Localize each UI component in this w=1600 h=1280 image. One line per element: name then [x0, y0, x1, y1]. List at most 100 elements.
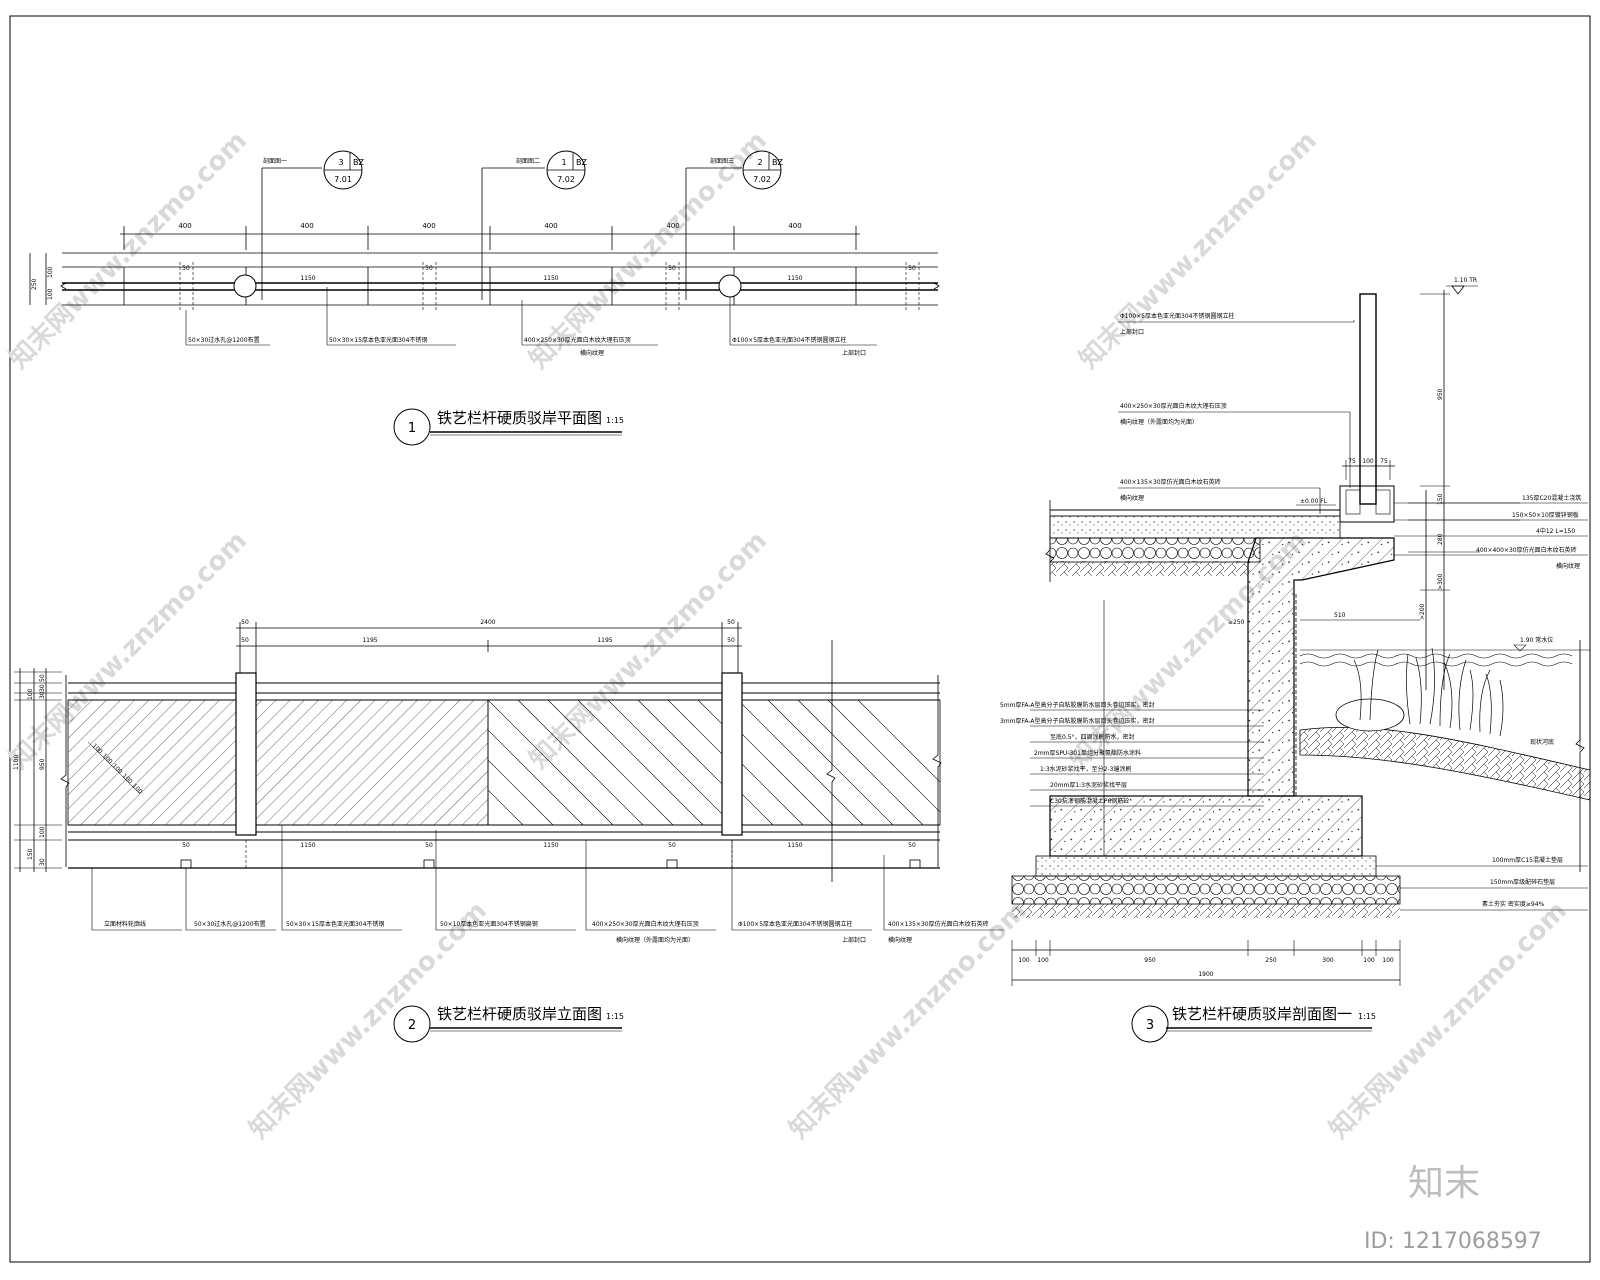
callout-code: BZ: [576, 158, 587, 167]
note: 横向纹理: [1556, 562, 1580, 570]
dim-label: 50: [668, 265, 676, 272]
dim-label: 1100: [13, 755, 20, 770]
note: 3mm厚FA-A型高分子自粘胶膜防水层回头卷边压实，密封: [1000, 717, 1155, 725]
watermark: 知末网www.znzmo.com: [1074, 126, 1323, 375]
note: C30抗渗钢筋混凝土P6钢筋砼: [1050, 797, 1129, 805]
callout-code: BZ: [772, 158, 783, 167]
dim-label: 1150: [300, 842, 315, 849]
note: Φ100×5厚本色亚光面304不锈钢圆钢立柱: [738, 920, 852, 928]
reeds: [1353, 647, 1504, 737]
dim-label: 250: [1265, 957, 1277, 964]
retaining-wall: [1247, 537, 1395, 797]
dim-label: 400: [422, 222, 435, 230]
note: 横向纹理: [1120, 494, 1144, 502]
dim-label: 400: [300, 222, 313, 230]
note: 横向纹理（外露面均为光面）: [1120, 418, 1198, 426]
dim-label: 100: [1382, 957, 1394, 964]
section-title-block: 3 铁艺栏杆硬质驳岸剖面图一 1:15: [1131, 1005, 1376, 1043]
dim-label: 2400: [480, 619, 495, 626]
section-title: 铁艺栏杆硬质驳岸剖面图一: [1172, 1005, 1352, 1023]
dim-label: 150: [27, 848, 34, 860]
dim-label: 400: [666, 222, 679, 230]
note: 素土夯实 密实度≥94%: [1482, 900, 1545, 908]
level-label: 1.90 常水位: [1520, 636, 1553, 644]
dim-label: 300: [1322, 957, 1334, 964]
callout-label: 剖面图二: [516, 157, 540, 165]
callout-sheet: 7.01: [334, 175, 352, 184]
dim-label: 50: [241, 637, 249, 644]
dim-label: 400: [178, 222, 191, 230]
dim-label: 100: [1362, 458, 1374, 465]
note: 50×30×15厚本色亚光面304不锈钢: [286, 920, 384, 928]
watermark: 知末网www.znzmo.com: [784, 896, 1033, 1145]
plan-title-block: 1 铁艺栏杆硬质驳岸平面图 1:15: [393, 408, 624, 446]
callout-num: 3: [338, 158, 343, 167]
dim-label: 150: [1437, 493, 1444, 505]
dim-label: 100: [27, 688, 34, 700]
note: 4中12 L=150: [1536, 527, 1575, 535]
dim-label: >200: [1419, 603, 1426, 620]
level-label: 1.10 TR: [1454, 277, 1477, 284]
post-circle: [718, 274, 742, 298]
dim-label: 50: [182, 842, 190, 849]
dim-label: 1150: [787, 842, 802, 849]
dim-label: 50: [727, 637, 735, 644]
drawing-frame: [9, 15, 1591, 1263]
section-view: 1.10 TR 950 150 280 >300 >200 75: [1000, 277, 1591, 1043]
dim-label: 100: [1018, 957, 1030, 964]
note: 150mm厚级配碎石垫层: [1490, 878, 1555, 886]
note: 50×10厚本色亚光面304不锈钢扁钢: [440, 920, 538, 928]
note: 上部封口: [1120, 328, 1144, 336]
elevation-post: [235, 672, 257, 836]
note: Φ100×5厚本色亚光面304不锈钢圆钢立柱: [1120, 312, 1234, 320]
note: 立面材料轮廓线: [104, 920, 146, 928]
callout-label: 剖面图三: [710, 157, 734, 165]
title-number: 3: [1146, 1018, 1154, 1033]
dim-label: 50: [908, 842, 916, 849]
section-callout: 剖面图三 2 BZ 7.02: [685, 150, 783, 300]
callout-sheet: 7.02: [753, 175, 771, 184]
dim-label: 950: [1144, 957, 1156, 964]
dim-label: 100: [47, 288, 54, 300]
dim-label: 100: [1037, 957, 1049, 964]
plan-view: 剖面图一 3 BZ 7.01 剖面图二 1 BZ 7.02 剖面图三: [29, 150, 940, 446]
compacted-soil: [1012, 904, 1400, 918]
bed-label: 现状河底: [1530, 738, 1554, 746]
note: 400×135×30厚仿光面白木纹石英砖: [1120, 478, 1221, 486]
callout-label: 剖面图一: [263, 157, 287, 165]
brand-logo: 知末: [1408, 1163, 1480, 1204]
elevation-title: 铁艺栏杆硬质驳岸立面图: [437, 1005, 602, 1023]
callout-num: 1: [561, 158, 566, 167]
post-circle: [233, 274, 257, 298]
dim-label: 280: [1437, 533, 1444, 545]
note: 20mm厚1:3水泥砂浆找平层: [1050, 781, 1127, 789]
dim-label: 1900: [1198, 971, 1213, 978]
note: 5mm厚FA-A型高分子自粘胶膜防水层回头卷边压实，密封: [1000, 701, 1155, 709]
dim-label: >300: [1437, 573, 1444, 590]
note: Φ100×5厚本色亚光面304不锈钢圆钢立柱: [732, 336, 846, 344]
section-scale: 1:15: [1358, 1012, 1376, 1021]
dim-label: 400: [788, 222, 801, 230]
dim-label: 100: [1363, 957, 1375, 964]
elevation-title-block: 2 铁艺栏杆硬质驳岸立面图 1:15: [393, 1005, 624, 1043]
note: 150×50×10厚镀锌钢板: [1512, 511, 1579, 519]
dim-label: ≥250: [1228, 619, 1245, 626]
dim-label: 1195: [597, 637, 612, 644]
note: 1:3水泥砂浆找平，至分2-3遍涂刷: [1040, 765, 1131, 773]
callout-sheet: 7.02: [557, 175, 575, 184]
dim-label: 30: [39, 691, 46, 699]
dim-label: 950: [1437, 388, 1444, 400]
title-number: 2: [408, 1018, 416, 1033]
note: 400×250×30厚光面白木纹大理石压顶: [1120, 402, 1227, 410]
dim-label: 400: [544, 222, 557, 230]
dim-label: 50: [727, 619, 735, 626]
dim-label: 1150: [543, 842, 558, 849]
note: 100mm厚C15混凝土垫层: [1492, 856, 1563, 864]
section-callout: 剖面图二 1 BZ 7.02: [481, 150, 587, 300]
dim-label: 50: [425, 265, 433, 272]
dim-label: 1195: [362, 637, 377, 644]
note: 50×30过水孔@1200布置: [188, 336, 260, 344]
note: 400×250×30厚光面白木纹大理石压顶: [592, 920, 699, 928]
dim-label: 1150: [300, 275, 315, 282]
